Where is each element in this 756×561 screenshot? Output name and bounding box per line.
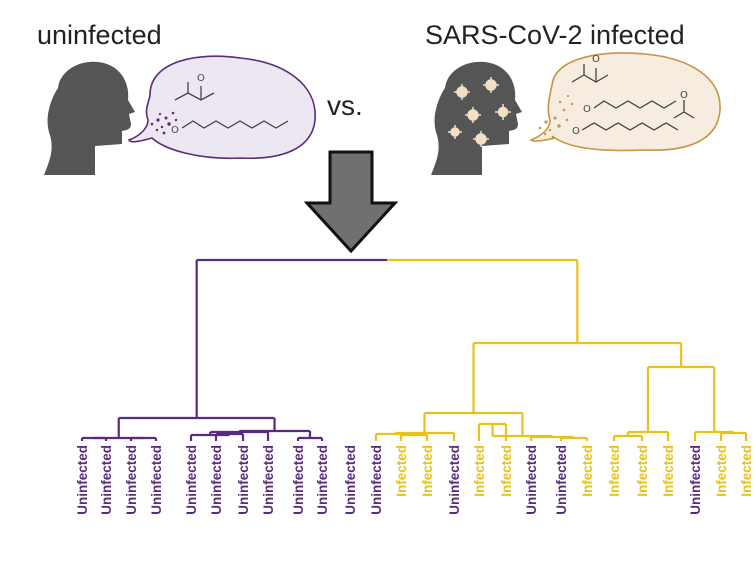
leaf-label: Uninfected (209, 445, 224, 515)
leaf-label: Infected (472, 445, 487, 497)
leaf-label: Uninfected (99, 445, 114, 515)
dendrogram (80, 258, 748, 441)
leaf-label: Uninfected (184, 445, 199, 515)
molecule-icon (571, 64, 695, 131)
leaf-label: Infected (739, 445, 754, 497)
aerosol-dots-icon (150, 111, 178, 135)
child-head-right-icon (431, 61, 522, 175)
molecule-oxygen-icon: O (171, 125, 179, 136)
leaf-label: Uninfected (261, 445, 276, 515)
leaf-label: Infected (580, 445, 595, 497)
molecule-oxygen-icon: O (197, 73, 205, 84)
down-arrow-icon (303, 150, 399, 254)
leaf-label: Uninfected (554, 445, 569, 515)
leaf-label: Uninfected (75, 445, 90, 515)
leaf-label: Uninfected (524, 445, 539, 515)
leaf-label: Infected (420, 445, 435, 497)
virus-icon (448, 77, 511, 147)
thought-bubble-left-icon: O O (127, 55, 316, 160)
molecule-oxygen-icon: O (572, 126, 580, 137)
leaf-label: Uninfected (124, 445, 139, 515)
molecule-oxygen-icon: O (680, 90, 688, 101)
leaf-label: Infected (714, 445, 729, 497)
infected-title: SARS-CoV-2 infected (425, 20, 685, 50)
dendrogram-leaf-labels: Uninfected Uninfected Uninfected Uninfected… (75, 445, 754, 515)
child-head-left-icon (44, 61, 135, 175)
leaf-label: Uninfected (149, 445, 164, 515)
leaf-label: Uninfected (369, 445, 384, 515)
uninfected-title: uninfected (37, 20, 162, 50)
leaf-label: Uninfected (291, 445, 306, 515)
leaf-label: Uninfected (343, 445, 358, 515)
leaf-label: Uninfected (688, 445, 703, 515)
leaf-label: Infected (394, 445, 409, 497)
vs-label: vs. (327, 90, 363, 121)
leaf-label: Uninfected (447, 445, 462, 515)
aerosol-dots-icon (538, 94, 574, 139)
leaf-label: Infected (607, 445, 622, 497)
molecule-oxygen-icon: O (583, 104, 591, 115)
molecule-oxygen-icon: O (592, 54, 600, 65)
leaf-label: Infected (661, 445, 676, 497)
leaf-label: Uninfected (236, 445, 251, 515)
leaf-label: Infected (499, 445, 514, 497)
thought-bubble-right-icon: O O O O (529, 52, 721, 152)
leaf-label: Uninfected (315, 445, 330, 515)
leaf-label: Infected (635, 445, 650, 497)
molecule-icon (174, 82, 289, 129)
